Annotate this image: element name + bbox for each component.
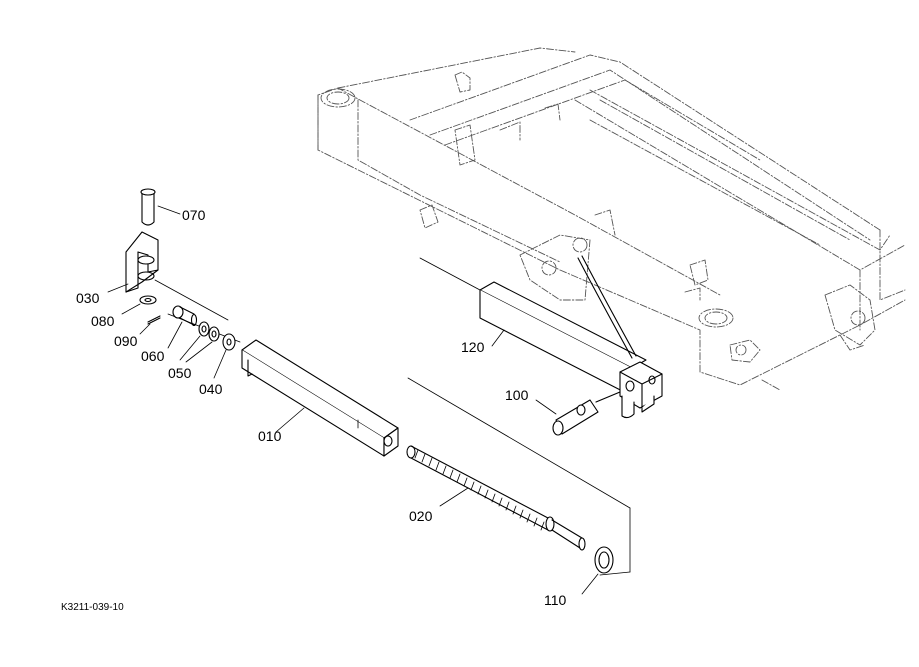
callout-090: 090: [114, 333, 138, 349]
part-040-washer: [213, 333, 236, 379]
frame-assembly: [317, 47, 906, 391]
part-100-handle: [535, 255, 663, 436]
callout-070: 070: [182, 207, 206, 223]
part-110-ring: [581, 546, 614, 595]
drawing-code: K3211-039-10: [61, 602, 124, 613]
part-050-nuts: [179, 321, 220, 363]
callout-010: 010: [258, 428, 282, 444]
part-070-pin: [140, 188, 181, 226]
part-120-cover: [479, 281, 647, 397]
alignment-lines: [154, 257, 631, 576]
callout-050: 050: [168, 365, 192, 381]
callout-030: 030: [76, 290, 100, 306]
callout-120: 120: [461, 339, 485, 355]
callout-110: 110: [544, 592, 567, 608]
part-090-cotter-pin: [139, 315, 161, 335]
part-080-washer: [121, 295, 157, 315]
callout-060: 060: [141, 348, 165, 364]
part-030-bracket: [107, 231, 159, 293]
part-060-bolt: [167, 305, 198, 349]
part-020-screw: [406, 445, 586, 551]
callout-080: 080: [91, 313, 115, 329]
callout-labels: 070 030 080 090 060 050 040 010 120 100 …: [61, 207, 567, 613]
callout-040: 040: [199, 381, 223, 397]
callout-100: 100: [505, 387, 529, 403]
callout-020: 020: [409, 508, 433, 524]
part-010-tube: [241, 339, 399, 457]
